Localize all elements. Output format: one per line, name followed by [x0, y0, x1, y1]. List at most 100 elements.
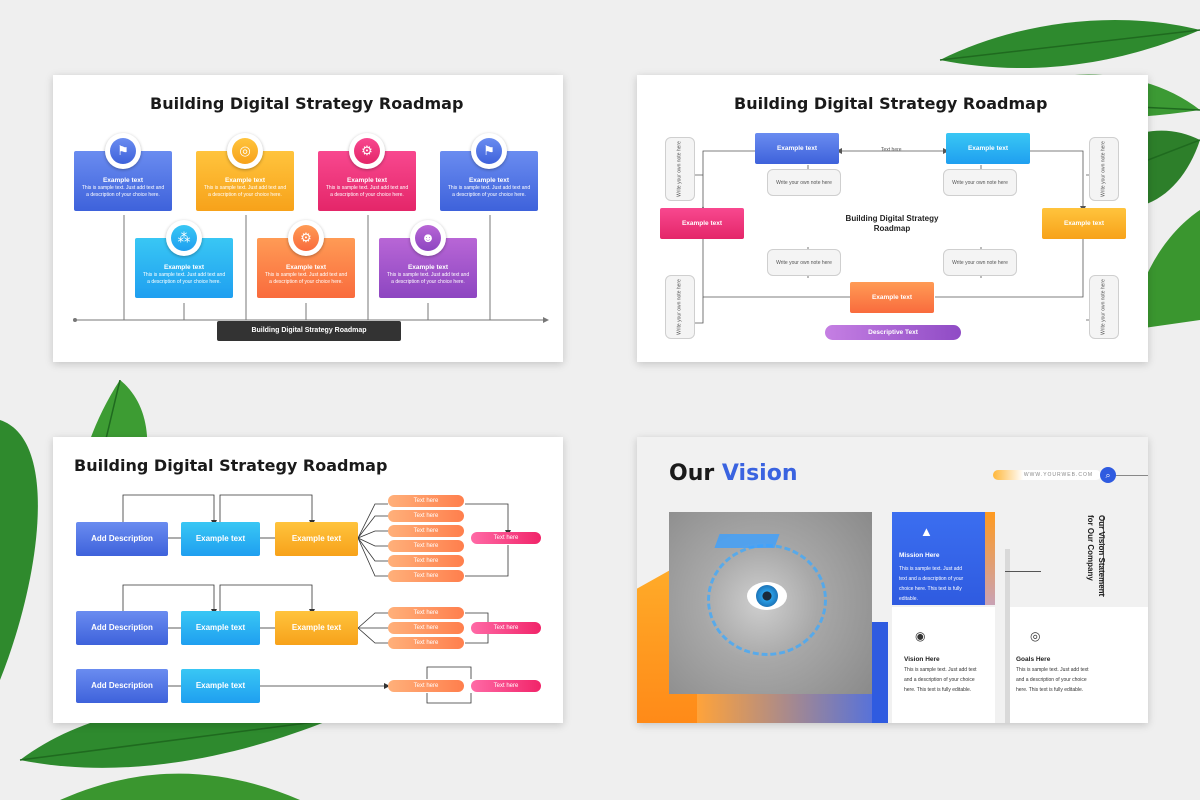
add-description-box[interactable]: Add Description	[76, 669, 168, 703]
descriptive-label: Descriptive Text	[868, 329, 918, 336]
mission-title: Mission Here	[899, 552, 940, 559]
text-pill[interactable]: Text here	[388, 637, 464, 649]
card-2[interactable]: Example text This is sample text. Just a…	[196, 151, 294, 211]
text-pill[interactable]: Text here	[388, 680, 464, 692]
vertical-note-box[interactable]: Write your own note here	[1089, 137, 1119, 201]
vertical-note-text: Write your own note here	[1100, 141, 1107, 197]
example-box[interactable]: Example text	[181, 669, 260, 703]
vertical-note-box[interactable]: Write your own note here	[665, 275, 695, 339]
text-here-label: Text here	[881, 147, 902, 153]
presenter-icon: ⚑	[471, 133, 507, 169]
note-box[interactable]: Write your own note here	[767, 249, 841, 276]
title-word-2: Vision	[721, 461, 798, 486]
header-rule	[1102, 475, 1148, 476]
iris	[756, 585, 778, 607]
card-1[interactable]: Example text This is sample text. Just a…	[74, 151, 172, 211]
example-box[interactable]: Example text	[275, 522, 358, 556]
text-pill[interactable]: Text here	[388, 495, 464, 507]
text-pill[interactable]: Text here	[388, 525, 464, 537]
text-pill[interactable]: Text here	[388, 607, 464, 619]
card-body: This is sample text. Just add text and a…	[264, 272, 348, 285]
flow-box-label: Example text	[776, 145, 818, 152]
gears-icon: ⚙	[349, 133, 385, 169]
target-icon: ◎	[1030, 629, 1041, 643]
goals-card[interactable]: ◎ Goals Here This is sample text. Just a…	[1010, 607, 1148, 723]
box-label: Add Description	[91, 534, 153, 543]
slide-our-vision[interactable]: Our Vision WWW.YOURWEB.COM ⌕ ▲ Mission H…	[637, 437, 1148, 723]
vertical-note-box[interactable]: Write your own note here	[665, 137, 695, 201]
box-label: Example text	[195, 623, 246, 632]
vertical-note-text: Write your own note here	[1100, 279, 1107, 335]
flow-box-top-right[interactable]: Example text	[946, 133, 1030, 164]
flow-box-right[interactable]: Example text	[1042, 208, 1126, 239]
end-pill[interactable]: Text here	[471, 532, 541, 544]
gray-divider	[1005, 549, 1010, 723]
slide-title: Building Digital Strategy Roadmap	[734, 94, 1048, 113]
card-title: Example text	[407, 264, 449, 271]
box-label: Example text	[195, 681, 246, 690]
text-pill[interactable]: Text here	[388, 510, 464, 522]
goals-title: Goals Here	[1016, 656, 1051, 663]
slide-title: Building Digital Strategy Roadmap	[74, 456, 388, 475]
card-title: Example text	[346, 177, 388, 184]
mission-card[interactable]: ▲ Mission Here This is sample text. Just…	[892, 512, 995, 605]
example-box[interactable]: Example text	[181, 522, 260, 556]
box-label: Add Description	[91, 681, 153, 690]
text-pill[interactable]: Text here	[388, 555, 464, 567]
title-word-1: Our	[669, 461, 715, 486]
note-text: Write your own note here	[952, 260, 1008, 266]
text-pill[interactable]: Text here	[388, 622, 464, 634]
end-pill[interactable]: Text here	[471, 622, 541, 634]
card-body: This is sample text. Just add text and a…	[386, 272, 470, 285]
card-title: Example text	[285, 264, 327, 271]
url-label[interactable]: WWW.YOURWEB.COM	[993, 470, 1101, 480]
eye-icon: ◉	[915, 629, 926, 643]
note-box[interactable]: Write your own note here	[767, 169, 841, 196]
text-pill[interactable]: Text here	[388, 540, 464, 552]
vertical-note-text: Write your own note here	[676, 279, 683, 335]
vision-body: This is sample text. Just add text and a…	[904, 667, 977, 693]
descriptive-pill[interactable]: Descriptive Text	[825, 325, 961, 340]
note-box[interactable]: Write your own note here	[943, 249, 1017, 276]
vertical-heading: Our Vision Statement for Our Company	[1086, 515, 1106, 597]
heading-connector	[1005, 571, 1041, 572]
target-icon: ◎	[227, 133, 263, 169]
vision-title: Vision Here	[904, 656, 940, 663]
connector-lines	[73, 215, 549, 323]
note-text: Write your own note here	[952, 180, 1008, 186]
card-title: Example text	[224, 177, 266, 184]
box-label: Example text	[195, 534, 246, 543]
vertical-note-box[interactable]: Write your own note here	[1089, 275, 1119, 339]
add-description-box[interactable]: Add Description	[76, 611, 168, 645]
note-box[interactable]: Write your own note here	[943, 169, 1017, 196]
card-body: This is sample text. Just add text and a…	[447, 185, 531, 198]
flow-box-top-left[interactable]: Example text	[755, 133, 839, 164]
mission-body: This is sample text. Just add text and a…	[899, 566, 964, 602]
slide-roadmap-tree[interactable]: Building Digital Strategy Roadmap	[53, 437, 563, 723]
orange-stripe	[985, 512, 995, 605]
card-title: Example text	[468, 177, 510, 184]
card-7[interactable]: Example text This is sample text. Just a…	[379, 238, 477, 298]
slide-roadmap-cards[interactable]: Building Digital Strategy Roadmap Exampl…	[53, 75, 563, 362]
footer-label: Building Digital Strategy Roadmap	[217, 321, 401, 341]
card-body: This is sample text. Just add text and a…	[325, 185, 409, 198]
center-title: Building Digital Strategy Roadmap	[845, 214, 939, 233]
add-description-box[interactable]: Add Description	[76, 522, 168, 556]
card-body: This is sample text. Just add text and a…	[142, 272, 226, 285]
hud-segment	[714, 534, 780, 548]
vision-card[interactable]: ◉ Vision Here This is sample text. Just …	[892, 607, 995, 723]
blue-accent-shape	[872, 622, 888, 723]
flow-box-bottom[interactable]: Example text	[850, 282, 934, 313]
flow-box-left[interactable]: Example text	[660, 208, 744, 239]
text-pill[interactable]: Text here	[388, 570, 464, 582]
slide-title: Our Vision	[669, 461, 797, 486]
example-box[interactable]: Example text	[275, 611, 358, 645]
example-box[interactable]: Example text	[181, 611, 260, 645]
end-pill[interactable]: Text here	[471, 680, 541, 692]
slide-roadmap-flow[interactable]: Building Digital Strategy Roadmap	[637, 75, 1148, 362]
search-icon[interactable]: ⌕	[1100, 467, 1116, 483]
box-label: Example text	[291, 534, 342, 543]
note-text: Write your own note here	[776, 260, 832, 266]
flow-box-label: Example text	[967, 145, 1009, 152]
card-title: Example text	[163, 264, 205, 271]
